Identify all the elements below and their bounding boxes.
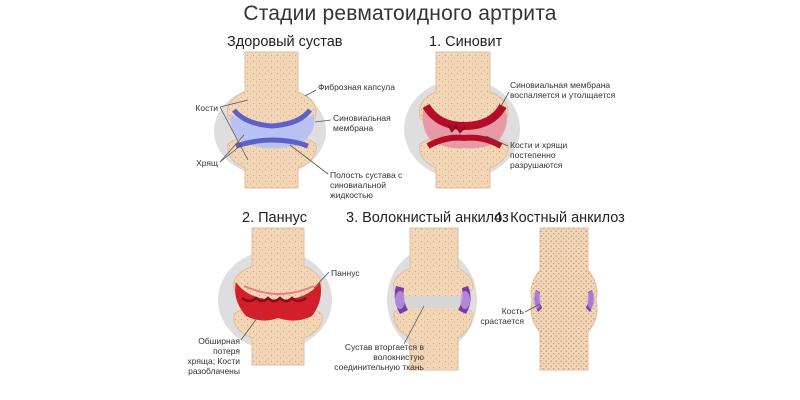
pannus-tissue: [235, 282, 321, 321]
stage-title-pannus: 2. Паннус: [242, 210, 307, 226]
inflamed-membrane-upper: [422, 103, 507, 131]
page-title: Стадии ревматоидного артрита: [243, 2, 557, 25]
label-cartilage-loss: Обширная потеря хряща; Кости разоблачены: [187, 336, 241, 376]
label-membrane-inflamed: Синовиальная мембрана воспаляется и утол…: [510, 80, 616, 100]
cartilage-upper-healthy: [232, 108, 313, 129]
stage-title-bony-ankylosis: 4. Костный анкилоз: [494, 210, 625, 226]
erosion-marks: [447, 124, 466, 134]
label-fibrous-capsule: Фиброзная капсула: [318, 82, 395, 92]
fibrous-tissue: [404, 296, 464, 308]
label-joint-cavity: Полость сустава с синовиальной жидкостью: [330, 170, 403, 200]
label-synovial-membrane: Синовиальная мембрана: [333, 113, 391, 133]
label-bone-fuses: Кость срастается: [480, 306, 524, 326]
label-cartilage: Хрящ: [196, 158, 218, 168]
inflamed-membrane-lower: [426, 134, 503, 149]
fused-bone: [530, 227, 598, 371]
label-bones-destroyed: Кости и хрящи постепенно разрушаются: [510, 140, 568, 170]
label-pannus: Паннус: [331, 268, 360, 278]
stage-title-healthy: Здоровый сустав: [227, 34, 343, 50]
pannus-highlight: [243, 285, 315, 296]
stage-title-synovitis: 1. Синовит: [429, 34, 503, 50]
label-fibrous-tissue: Сустав вторгается в волокнистую соединит…: [334, 342, 424, 372]
stage-title-fibrous-ankylosis: 3. Волокнистый анкилоз: [346, 210, 509, 226]
cartilage-lower-healthy: [235, 137, 309, 149]
label-bones: Кости: [195, 103, 218, 113]
eroded-surface: [241, 296, 307, 303]
